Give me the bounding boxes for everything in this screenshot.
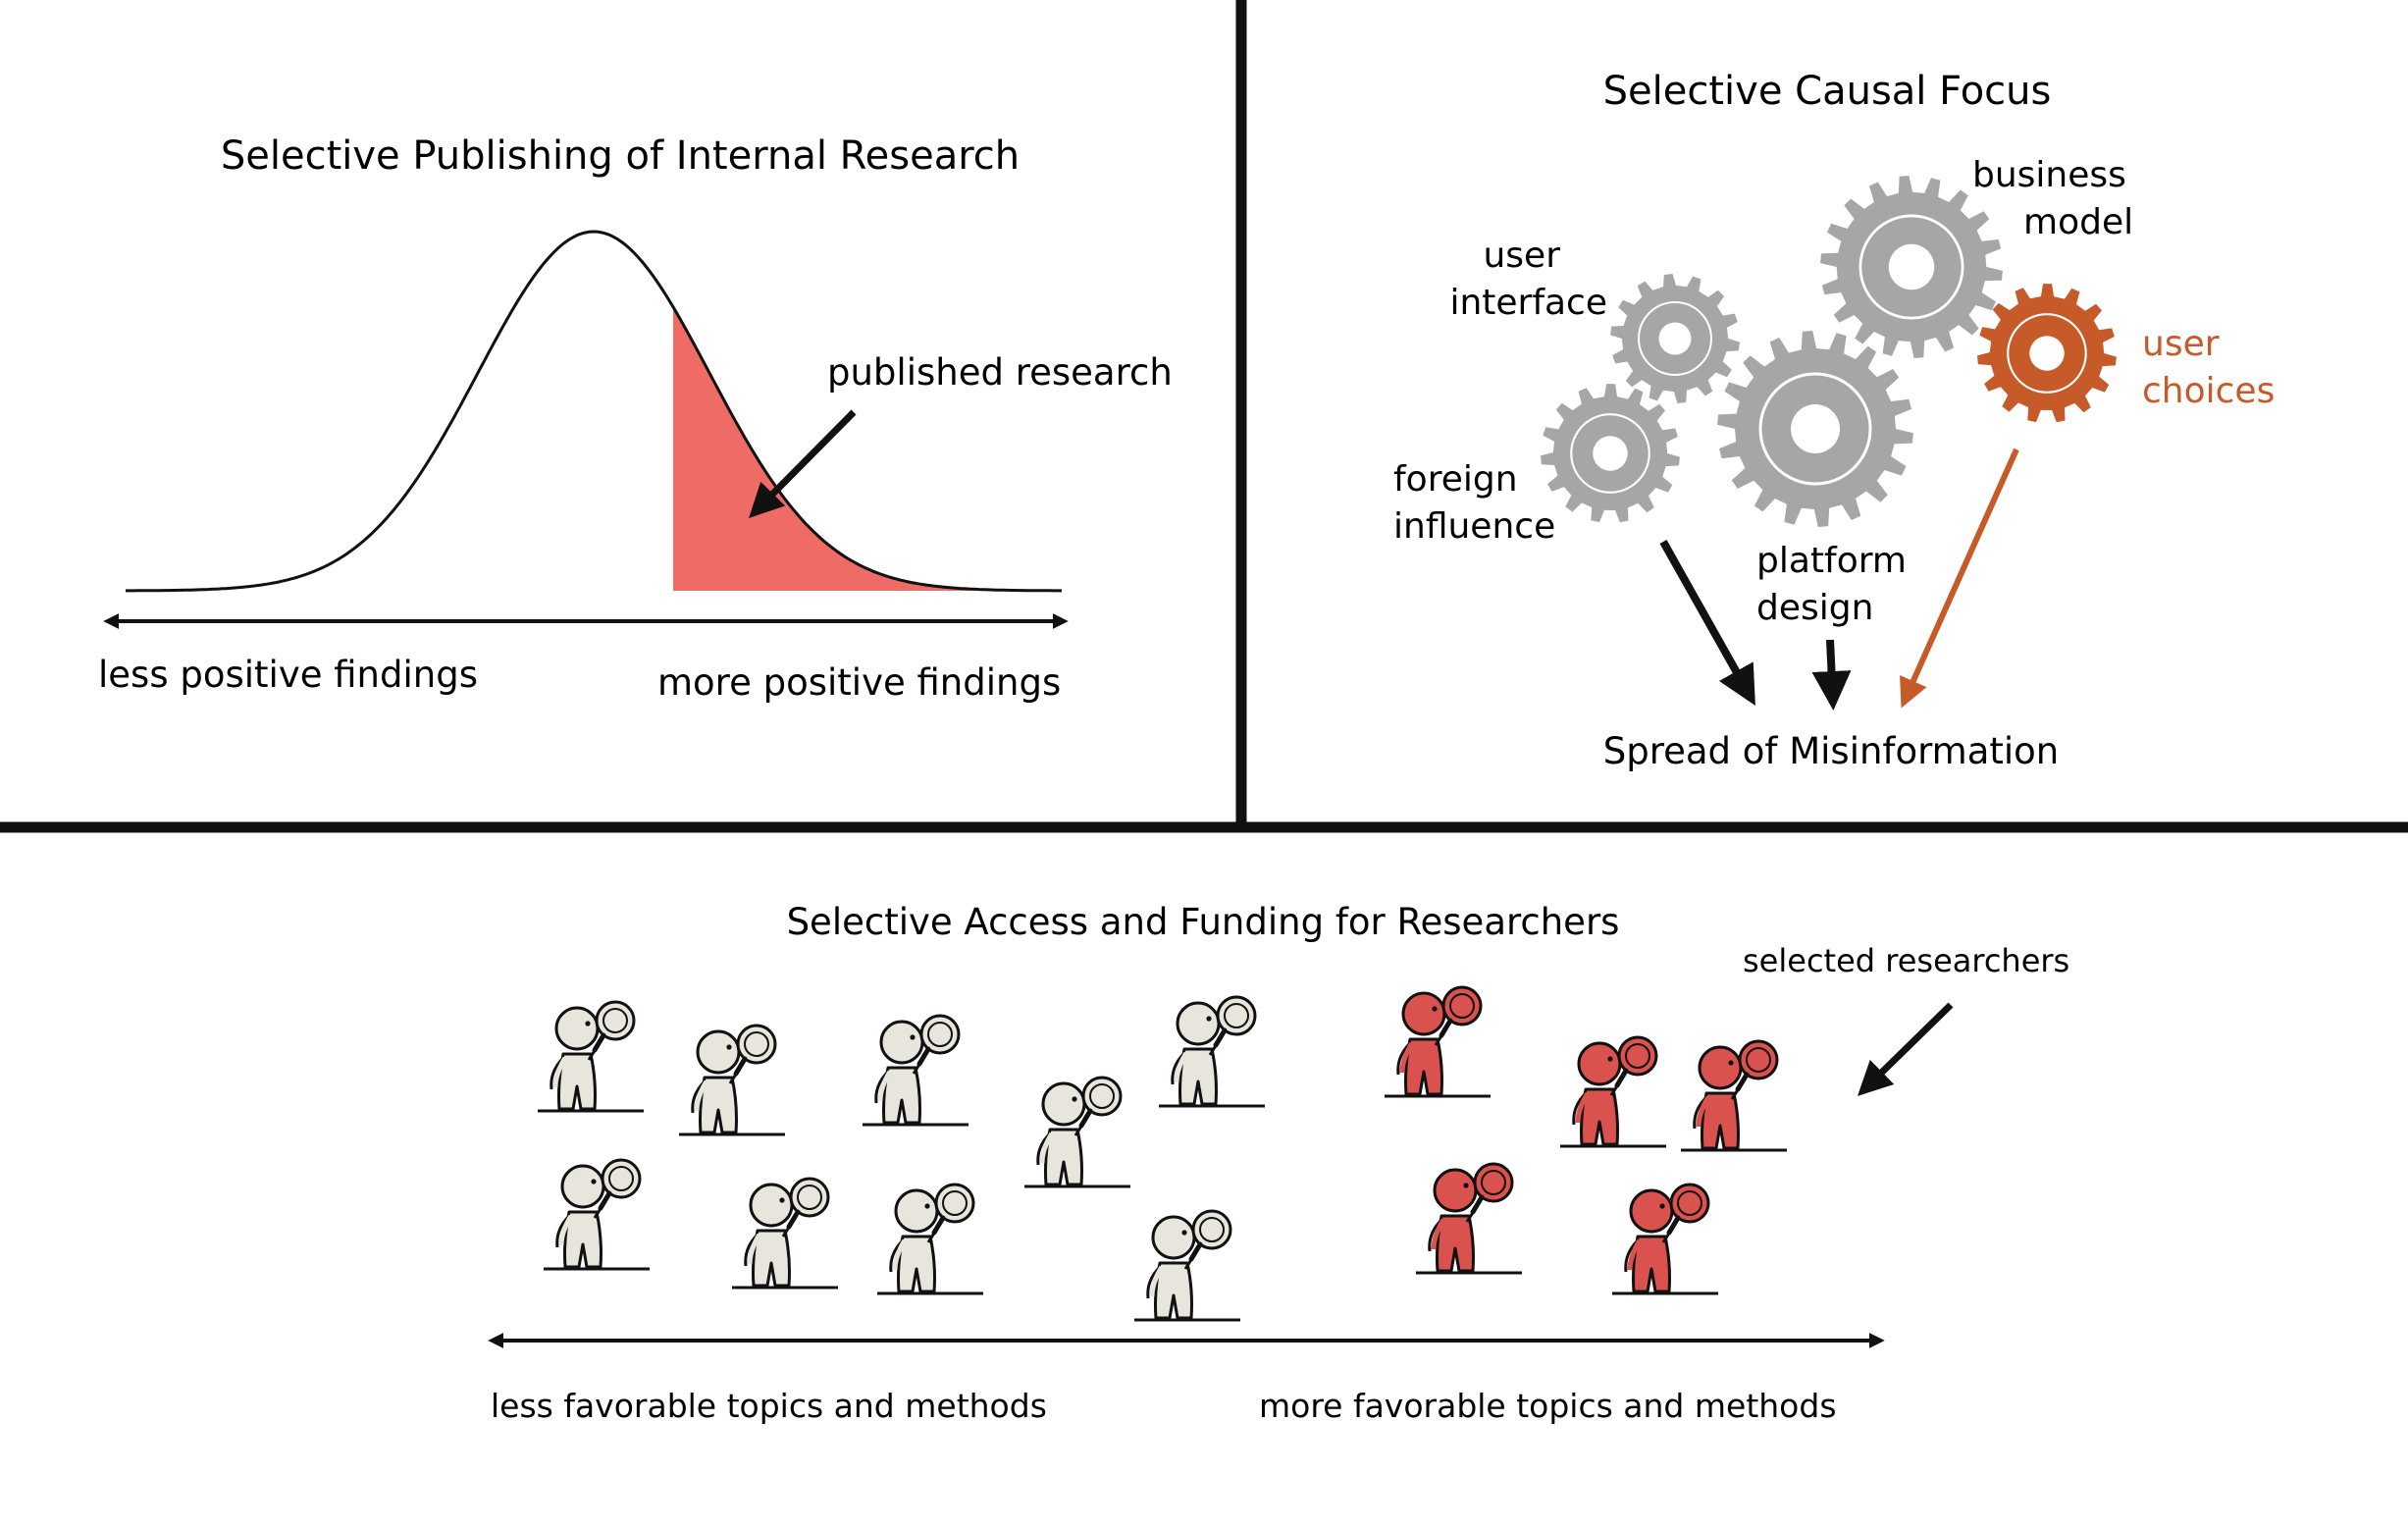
axis-less-positive: less positive findings [98, 654, 478, 696]
causal-title: Selective Causal Focus [1603, 69, 2052, 114]
researcher-icon-selected [1560, 1035, 1666, 1148]
gear-icon-business-model [1820, 176, 2003, 358]
svg-text:user: user [1483, 236, 1560, 276]
svg-text:user: user [2142, 324, 2220, 364]
published-research-label: published research [827, 351, 1173, 394]
svg-text:model: model [2023, 202, 2133, 242]
gear-label-business-model: business model [1972, 155, 2133, 242]
researcher-icon-selected [1416, 1162, 1522, 1275]
researcher-group [538, 985, 1787, 1322]
panel-publishing: Selective Publishing of Internal Researc… [98, 133, 1173, 704]
researcher-icon-selected [1385, 985, 1491, 1098]
researcher-icon-selected [1681, 1039, 1787, 1152]
selected-researchers-label: selected researchers [1743, 942, 2069, 979]
researcher-icon [544, 1158, 650, 1271]
published-tail-area [673, 306, 1063, 591]
gear-label-foreign-influence: foreign influence [1393, 459, 1555, 547]
svg-text:influence: influence [1393, 506, 1555, 547]
researcher-icon [538, 1000, 644, 1113]
distribution-curve [126, 230, 1062, 593]
gear-icon-user-choices [1977, 284, 2117, 423]
gear-label-user-interface: user interface [1449, 236, 1607, 323]
panel-causal: Selective Causal Focus user interface bu… [1393, 69, 2275, 772]
researcher-icon [679, 1024, 785, 1136]
researcher-icon [863, 1014, 968, 1127]
gear-label-user-choices: user choices [2142, 324, 2275, 411]
svg-text:design: design [1756, 588, 1873, 628]
svg-text:interface: interface [1449, 283, 1607, 323]
axis-more-positive: more positive findings [657, 661, 1061, 704]
gear-icon-foreign-influence [1541, 384, 1680, 523]
gear-label-platform-design: platform design [1756, 541, 1907, 628]
arrow-foreign-to-misinfo [1659, 540, 1755, 706]
published-research-arrow [749, 409, 857, 518]
researcher-icon [877, 1183, 983, 1295]
gear-icon-platform-design [1717, 331, 1913, 527]
researcher-icon [732, 1177, 838, 1290]
researcher-icon [1134, 1209, 1240, 1322]
researcher-icon [1159, 995, 1265, 1108]
svg-text:business: business [1972, 155, 2126, 195]
panel-access: Selective Access and Funding for Researc… [488, 901, 2069, 1425]
access-title: Selective Access and Funding for Researc… [787, 901, 1620, 943]
axis-more-favorable: more favorable topics and methods [1259, 1387, 1837, 1425]
misinformation-label: Spread of Misinformation [1603, 730, 2060, 772]
gear-icon-user-interface [1610, 274, 1740, 403]
arrow-choices-to-misinfo [1900, 448, 2019, 709]
axis-less-favorable: less favorable topics and methods [491, 1387, 1047, 1425]
publishing-title: Selective Publishing of Internal Researc… [221, 133, 1020, 179]
gear-group [1541, 176, 2117, 527]
researcher-icon-selected [1612, 1183, 1718, 1295]
selected-researchers-arrow [1857, 1002, 1954, 1096]
researcher-icon [1024, 1076, 1130, 1188]
svg-text:choices: choices [2142, 371, 2275, 411]
svg-text:platform: platform [1756, 541, 1907, 581]
svg-text:foreign: foreign [1393, 459, 1518, 500]
arrow-platform-to-misinfo [1811, 639, 1852, 711]
